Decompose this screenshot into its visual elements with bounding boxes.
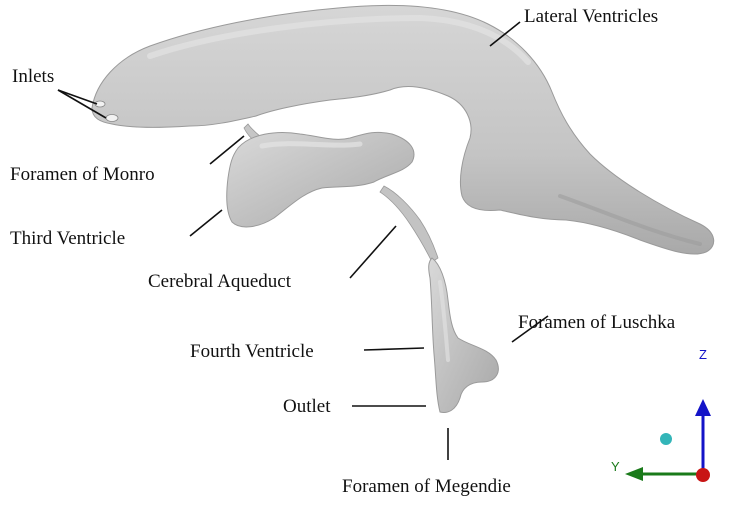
label-foramen-of-megendie: Foramen of Megendie bbox=[342, 476, 511, 497]
leader-fourth-ventricle bbox=[364, 348, 424, 350]
label-foramen-of-monro: Foramen of Monro bbox=[10, 164, 155, 185]
y-axis-arrow-icon bbox=[625, 467, 643, 481]
leader-cerebral-aqueduct bbox=[350, 226, 396, 278]
z-axis-arrow-icon bbox=[695, 399, 711, 416]
label-fourth-ventricle: Fourth Ventricle bbox=[190, 341, 314, 362]
cerebral-aqueduct-shape bbox=[380, 186, 438, 262]
y-axis-label: Y bbox=[611, 459, 620, 474]
third-ventricle-highlight bbox=[262, 144, 360, 146]
x-axis-dot-icon bbox=[696, 468, 710, 482]
label-cerebral-aqueduct: Cerebral Aqueduct bbox=[148, 271, 292, 292]
label-lateral-ventricles: Lateral Ventricles bbox=[524, 6, 658, 27]
label-foramen-of-luschka: Foramen of Luschka bbox=[518, 312, 676, 333]
leader-third-ventricle bbox=[190, 210, 222, 236]
origin-marker-icon bbox=[660, 433, 672, 445]
z-axis-label: Z bbox=[699, 347, 707, 362]
label-inlets: Inlets bbox=[12, 66, 54, 87]
label-outlet: Outlet bbox=[283, 396, 331, 417]
axis-triad: Z Y bbox=[611, 347, 711, 482]
label-third-ventricle: Third Ventricle bbox=[10, 228, 125, 249]
inlet-opening-lower bbox=[106, 115, 118, 122]
